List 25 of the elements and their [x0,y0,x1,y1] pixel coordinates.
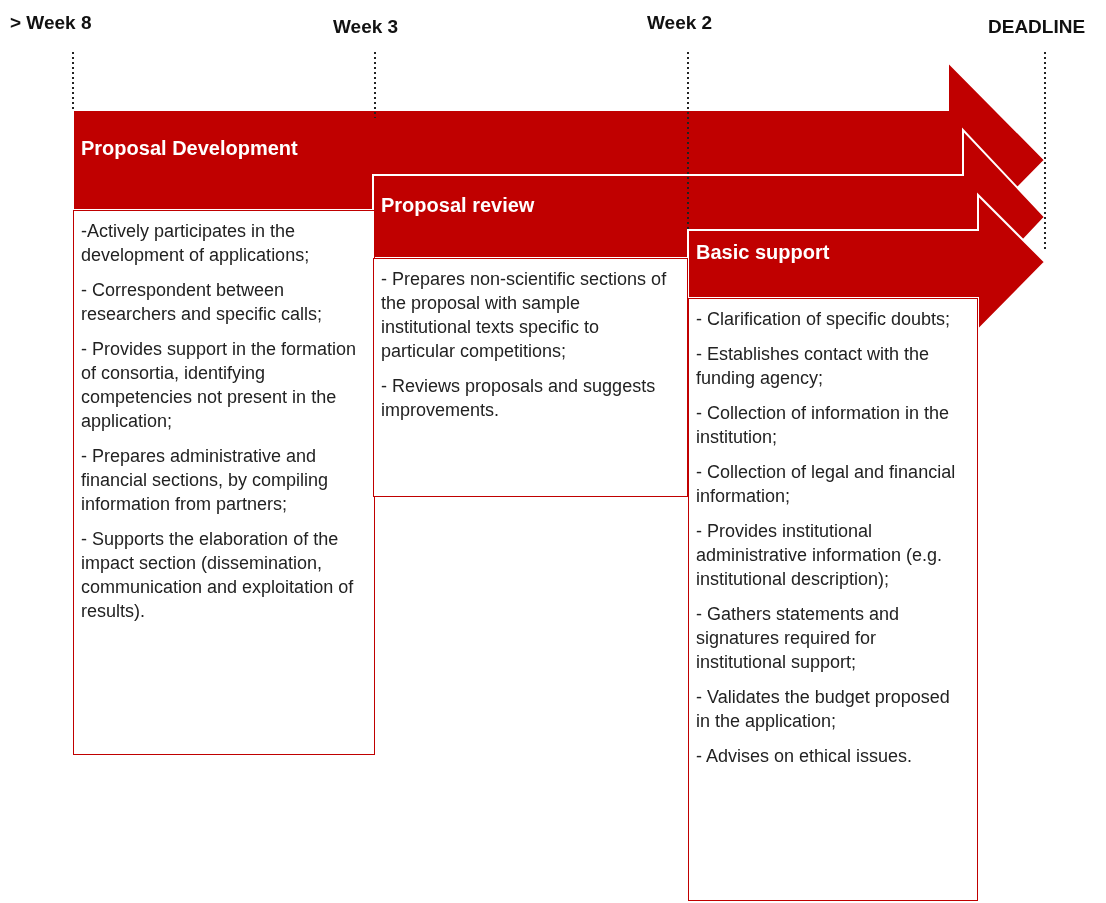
week-label: Week 3 [333,16,399,38]
task-text: - Provides institutional administrative information (e.g. institutional description); [696,520,944,591]
task-text: - Gathers statements and signatures required for institutional support; [696,603,901,674]
task-text: - Supports the elaboration of the impact section (dissemination, communication and exploitation of results). [81,528,355,623]
task-list-panel [373,258,688,497]
phase-heading: Basic support [696,241,830,264]
deadline-label: DEADLINE [988,16,1086,38]
task-text: -Actively participates in the development of applications; [81,220,311,267]
week-label: > Week 8 [10,12,92,34]
task-text: - Establishes contact with the funding agency; [696,343,931,390]
task-text: - Correspondent between researchers and specific calls; [81,279,324,326]
task-list-panel [73,210,375,755]
task-text: - Advises on ethical issues. [696,745,914,768]
task-text: - Validates the budget proposed in the application; [696,686,951,733]
week-label: Week 2 [647,12,713,34]
task-text: - Provides support in the formation of consortia, identifying competencies not present in the application; [81,338,358,433]
task-text: - Reviews proposals and suggests improvements. [381,375,657,422]
phase-heading: Proposal Development [81,137,298,160]
task-text: - Collection of legal and financial information; [696,461,957,508]
phase-heading: Proposal review [381,194,535,217]
task-text: - Clarification of specific doubts; [696,308,952,331]
task-text: - Prepares administrative and financial sections, by compiling information from partners; [81,445,330,516]
task-text: - Prepares non-scientific sections of the proposal with sample institutional texts specific to particular competitions; [381,268,668,363]
task-list-panel [688,298,978,901]
task-text: - Collection of information in the institution; [696,402,951,449]
